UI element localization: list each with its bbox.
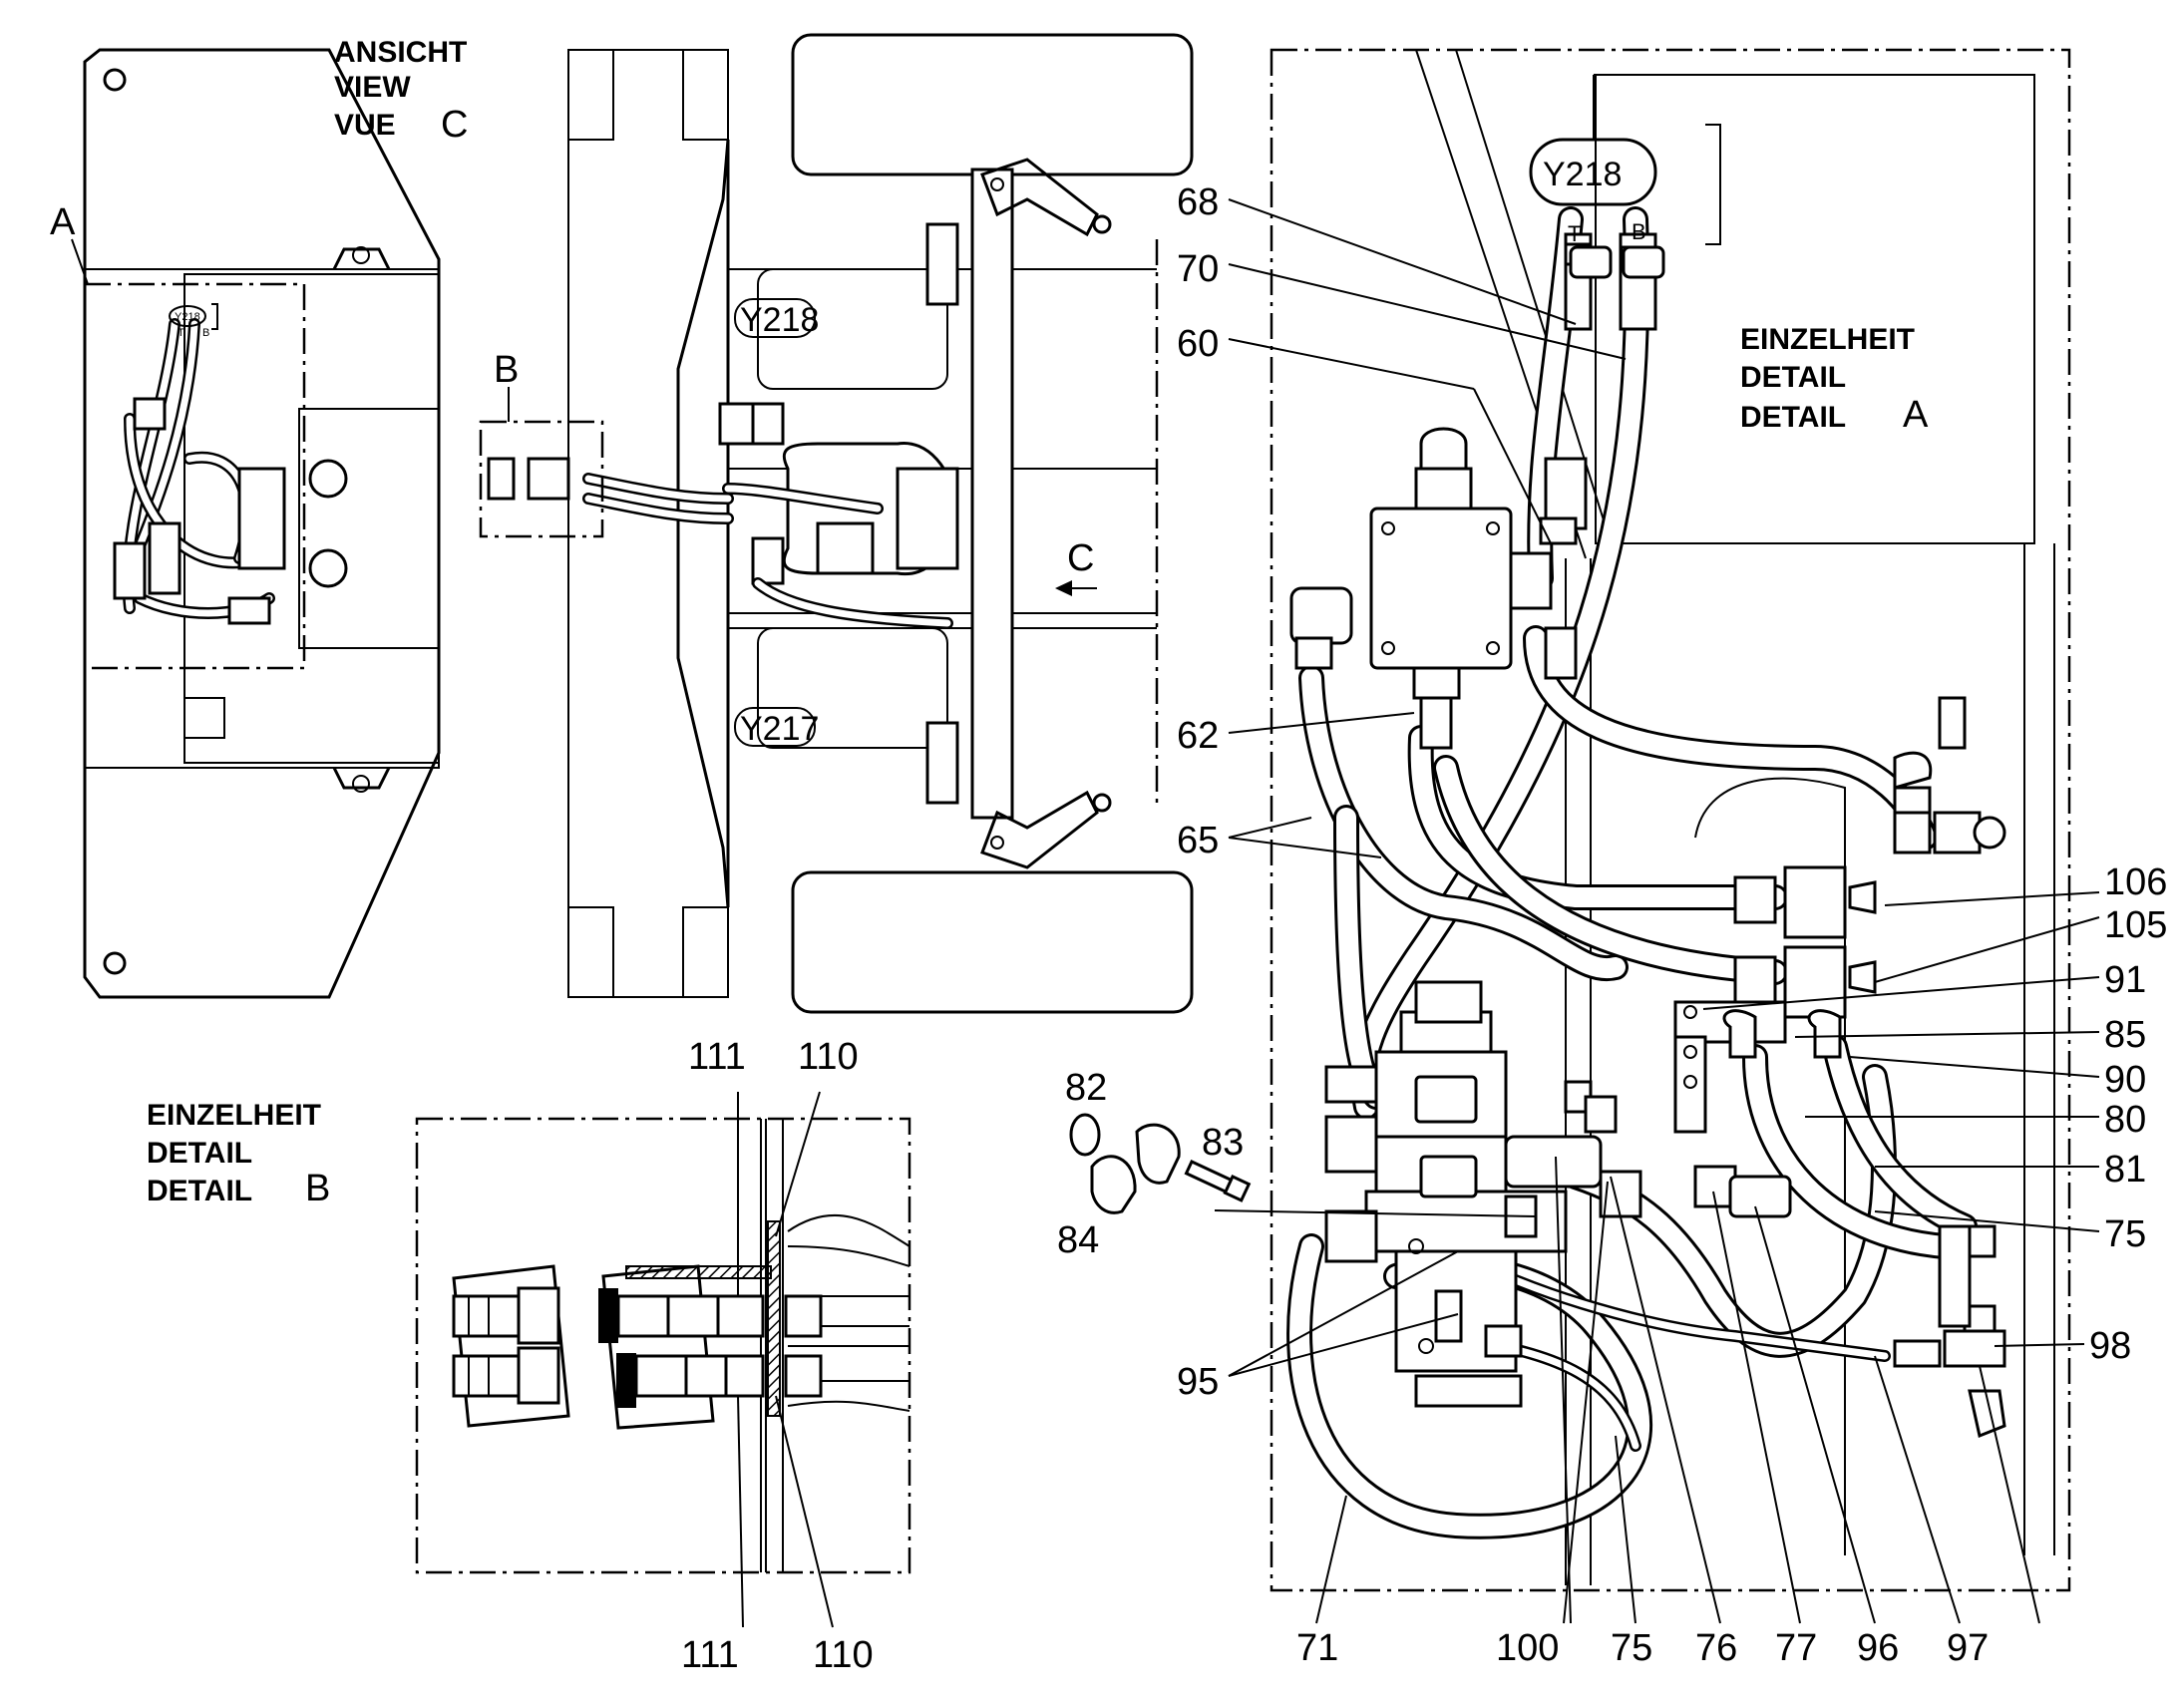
detail-b-frame: 111 110 111 110 [415, 1036, 911, 1676]
part-number-105: 105 [2104, 904, 2167, 946]
part-number-75-bottom: 75 [1611, 1627, 1652, 1669]
detail-b-title-line-3: DETAIL [147, 1175, 252, 1207]
view-c-title-line-1: ANSICHT [334, 36, 467, 69]
part-number-76: 76 [1695, 1627, 1737, 1669]
part-number-71: 71 [1296, 1627, 1338, 1669]
view-c-title-letter: C [441, 104, 468, 146]
detail-a-title-line-2: DETAIL [1740, 361, 1846, 394]
view-c-callout-a: A [50, 201, 76, 243]
detail-b-part-110-top: 110 [798, 1036, 859, 1078]
detail-a-region [83, 282, 306, 670]
part-number-65: 65 [1177, 820, 1219, 861]
part-number-81: 81 [2104, 1149, 2146, 1191]
top-view-frame: C Y218 Y217 B [479, 33, 1194, 1014]
detail-b-part-111-bottom: 111 [681, 1634, 739, 1676]
detail-a-port-b: B [1632, 219, 1646, 244]
detail-b-title-letter: B [305, 1168, 330, 1209]
overview-small-port-b: B [202, 327, 209, 339]
detail-b-title: EINZELHEIT DETAIL DETAIL B [147, 1099, 330, 1209]
part-number-95: 95 [1177, 1361, 1219, 1403]
view-c-frame: Y218 T B A [50, 48, 441, 999]
view-c-title-line-2: VIEW [334, 71, 411, 104]
part-number-75-right: 75 [2104, 1213, 2146, 1255]
detail-a-callouts: 68 70 60 62 65 106 105 91 85 90 80 81 75… [1177, 181, 2167, 1669]
view-c-title: ANSICHT VIEW VUE C [334, 36, 468, 146]
part-number-96: 96 [1857, 1627, 1899, 1669]
view-c-callout-b: B [494, 349, 519, 391]
part-number-83: 83 [1202, 1122, 1244, 1164]
part-number-84: 84 [1057, 1219, 1099, 1261]
detail-a-tag-y218: Y218 [1543, 156, 1622, 193]
part-number-77: 77 [1775, 1627, 1817, 1669]
detail-a-title-line-3: DETAIL [1740, 401, 1846, 434]
part-number-68: 68 [1177, 181, 1219, 223]
view-c-arrow-letter: C [1067, 537, 1094, 579]
overview-tag-y217: Y217 [740, 710, 819, 748]
part-number-60: 60 [1177, 323, 1219, 365]
part-number-82: 82 [1065, 1067, 1107, 1109]
detail-a-title-line-1: EINZELHEIT [1740, 323, 1915, 356]
clamp-exploded-parts: 82 83 84 [1057, 1067, 1537, 1261]
detail-b-part-111-top: 111 [688, 1036, 746, 1078]
part-number-100: 100 [1496, 1627, 1559, 1669]
part-number-106: 106 [2104, 861, 2167, 903]
view-c-title-line-3: VUE [334, 109, 396, 142]
part-number-90: 90 [2104, 1059, 2146, 1101]
part-number-80: 80 [2104, 1099, 2146, 1141]
detail-b-region [479, 420, 604, 538]
part-number-98: 98 [2089, 1325, 2131, 1367]
detail-b-part-110-bottom: 110 [813, 1634, 874, 1676]
detail-b-title-line-1: EINZELHEIT [147, 1099, 321, 1132]
overview-tag-y218: Y218 [740, 301, 819, 339]
part-number-91: 91 [2104, 959, 2146, 1001]
overview-small-port-t: T [178, 327, 184, 339]
detail-a-title-letter: A [1903, 394, 1929, 436]
part-number-62: 62 [1177, 715, 1219, 757]
overview-small-tag: Y218 [175, 311, 200, 323]
part-number-97: 97 [1947, 1627, 1989, 1669]
part-number-85: 85 [2104, 1014, 2146, 1056]
detail-b-title-line-2: DETAIL [147, 1137, 252, 1170]
detail-a-frame: Y218 T B EINZELHEIT DETAIL DETAIL A [1270, 48, 2071, 1592]
detail-a-port-t: T [1568, 221, 1581, 246]
part-number-70: 70 [1177, 248, 1219, 290]
